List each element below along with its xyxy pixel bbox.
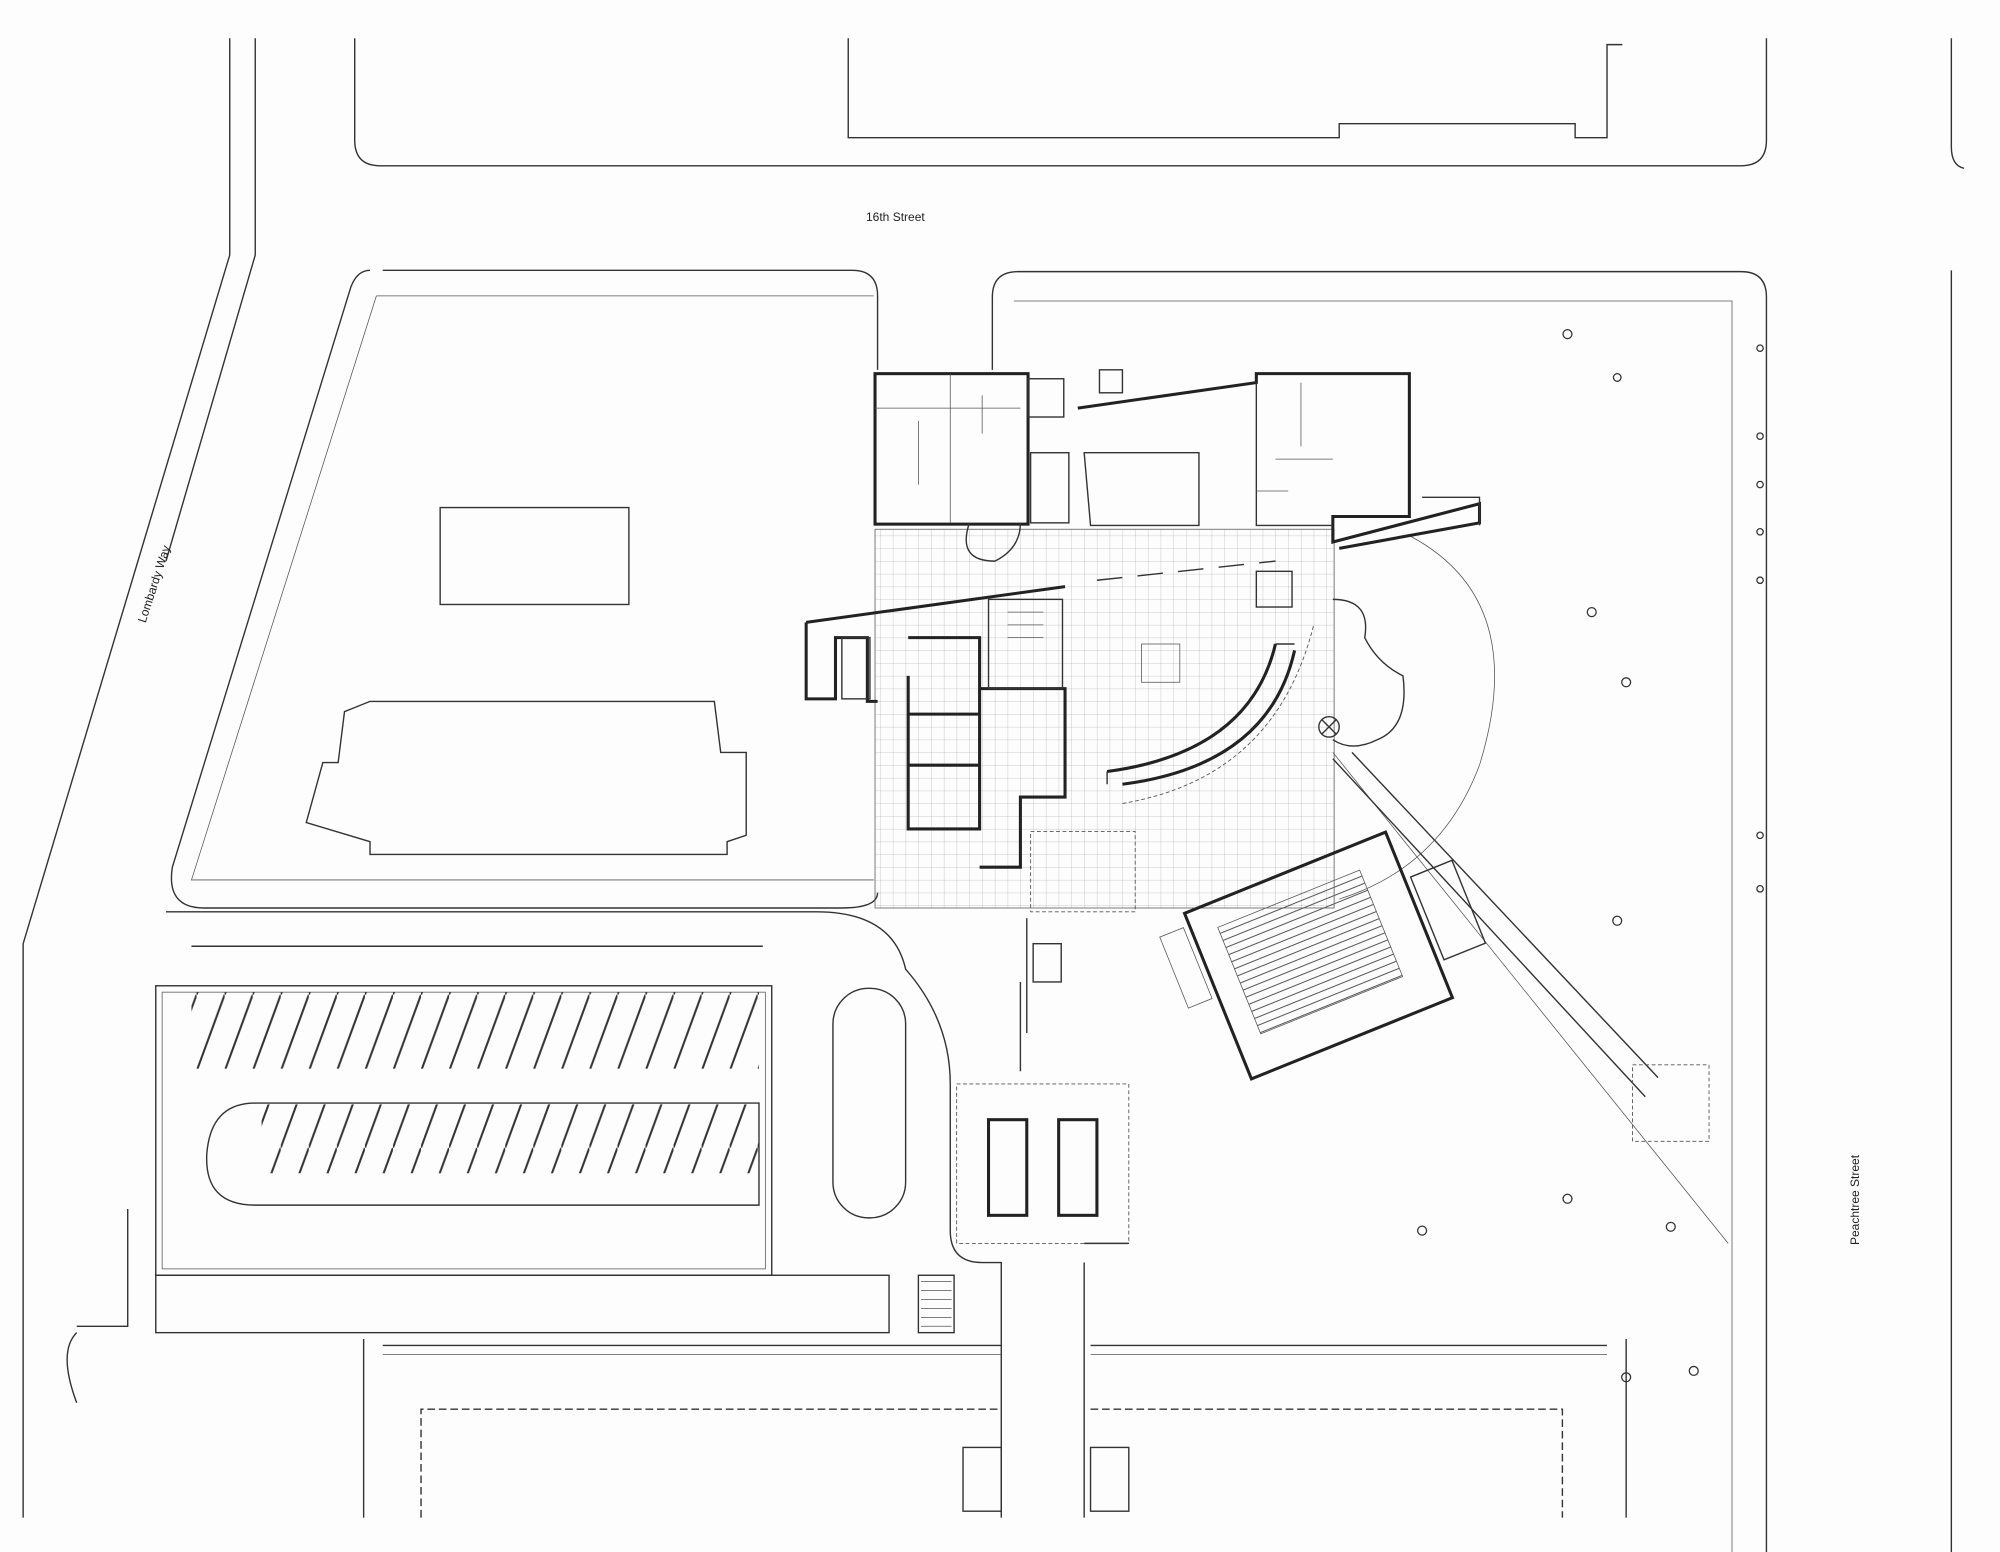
auditorium	[1159, 830, 1487, 1081]
west-building-a	[439, 506, 630, 606]
stair-cores	[917, 918, 1099, 1334]
main-building	[804, 369, 1482, 1244]
parking-deck	[66, 911, 1129, 1518]
street-label-16th: 16th Street	[866, 210, 925, 224]
west-block	[170, 269, 879, 909]
west-building-b	[305, 700, 747, 856]
east-block	[991, 270, 1953, 1552]
south-building	[362, 1339, 1627, 1518]
lombardy-way-road	[22, 38, 256, 1518]
trees	[1417, 329, 1764, 1383]
street-label-peachtree: Peachtree Street	[1848, 1154, 1862, 1245]
north-block	[354, 38, 1965, 170]
